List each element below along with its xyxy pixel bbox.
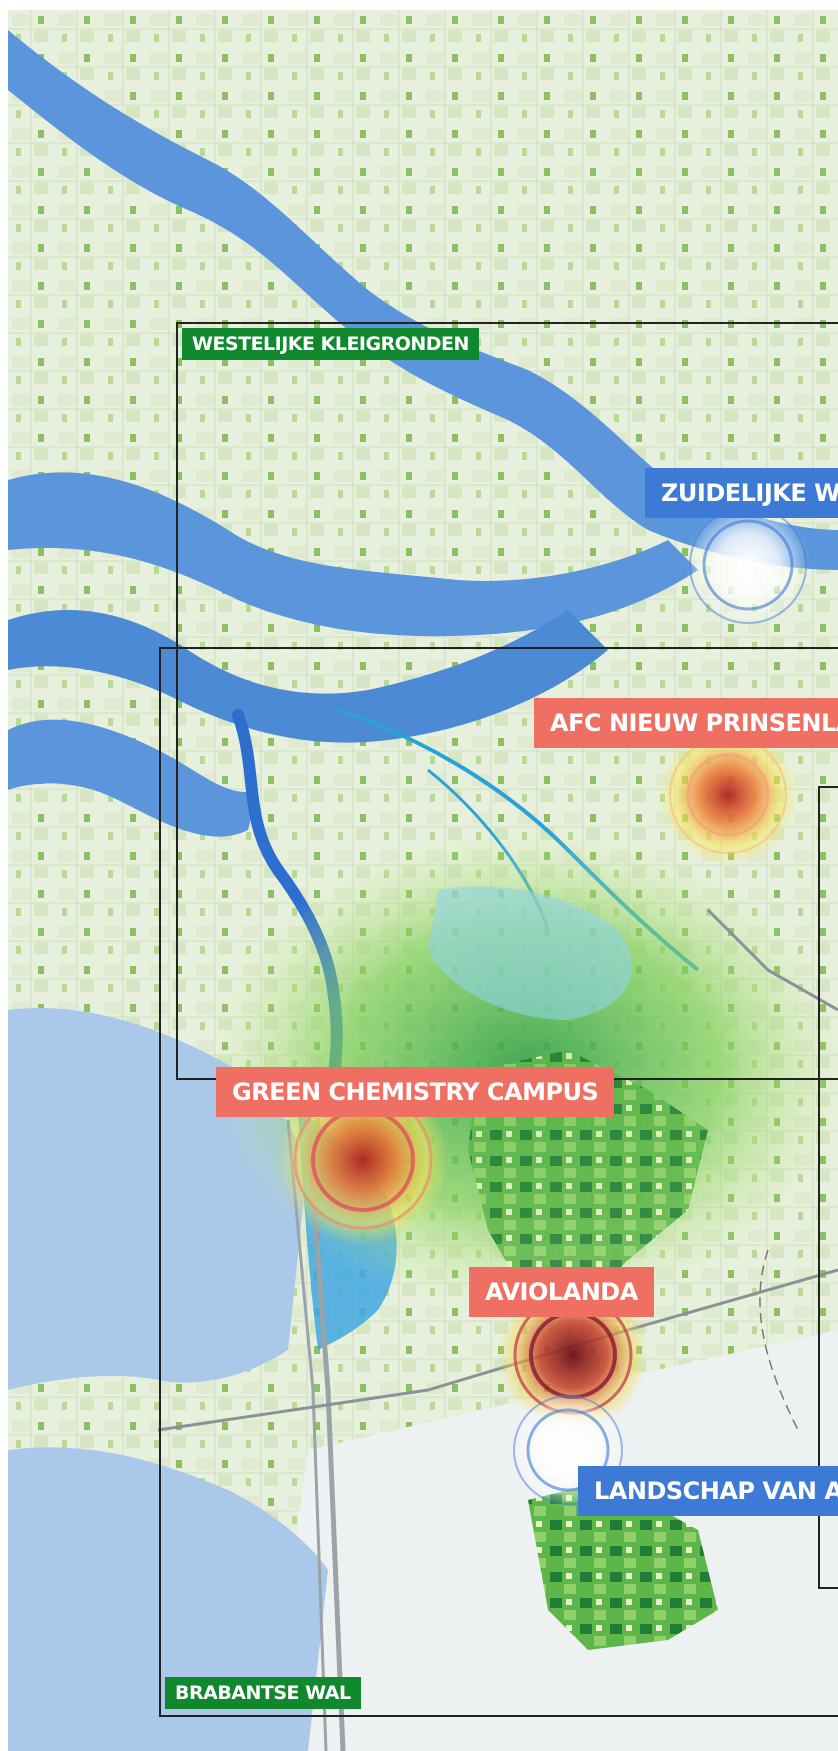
poi-label-afc-nieuw-prinsenland[interactable]: AFC NIEUW PRINSENLAND: [534, 698, 838, 748]
region-tag-westelijke-kleigronden[interactable]: WESTELIJKE KLEIGRONDEN: [182, 328, 479, 360]
region-outline-brabantse-wal[interactable]: [159, 647, 838, 1717]
region-outline-east[interactable]: [818, 786, 838, 1589]
region-tag-brabantse-wal[interactable]: BRABANTSE WAL: [165, 1677, 361, 1709]
poi-label-zuidelijke-wate[interactable]: ZUIDELIJKE WATE: [645, 468, 838, 518]
regional-map[interactable]: WESTELIJKE KLEIGRONDEN BRABANTSE WAL ZUI…: [8, 10, 838, 1751]
poi-label-landschap-van-allure[interactable]: LANDSCHAP VAN ALLURE: [578, 1466, 838, 1516]
poi-label-green-chemistry-campus[interactable]: GREEN CHEMISTRY CAMPUS: [216, 1067, 615, 1117]
map-canvas: [8, 10, 838, 1751]
poi-label-aviolanda[interactable]: AVIOLANDA: [469, 1267, 654, 1317]
